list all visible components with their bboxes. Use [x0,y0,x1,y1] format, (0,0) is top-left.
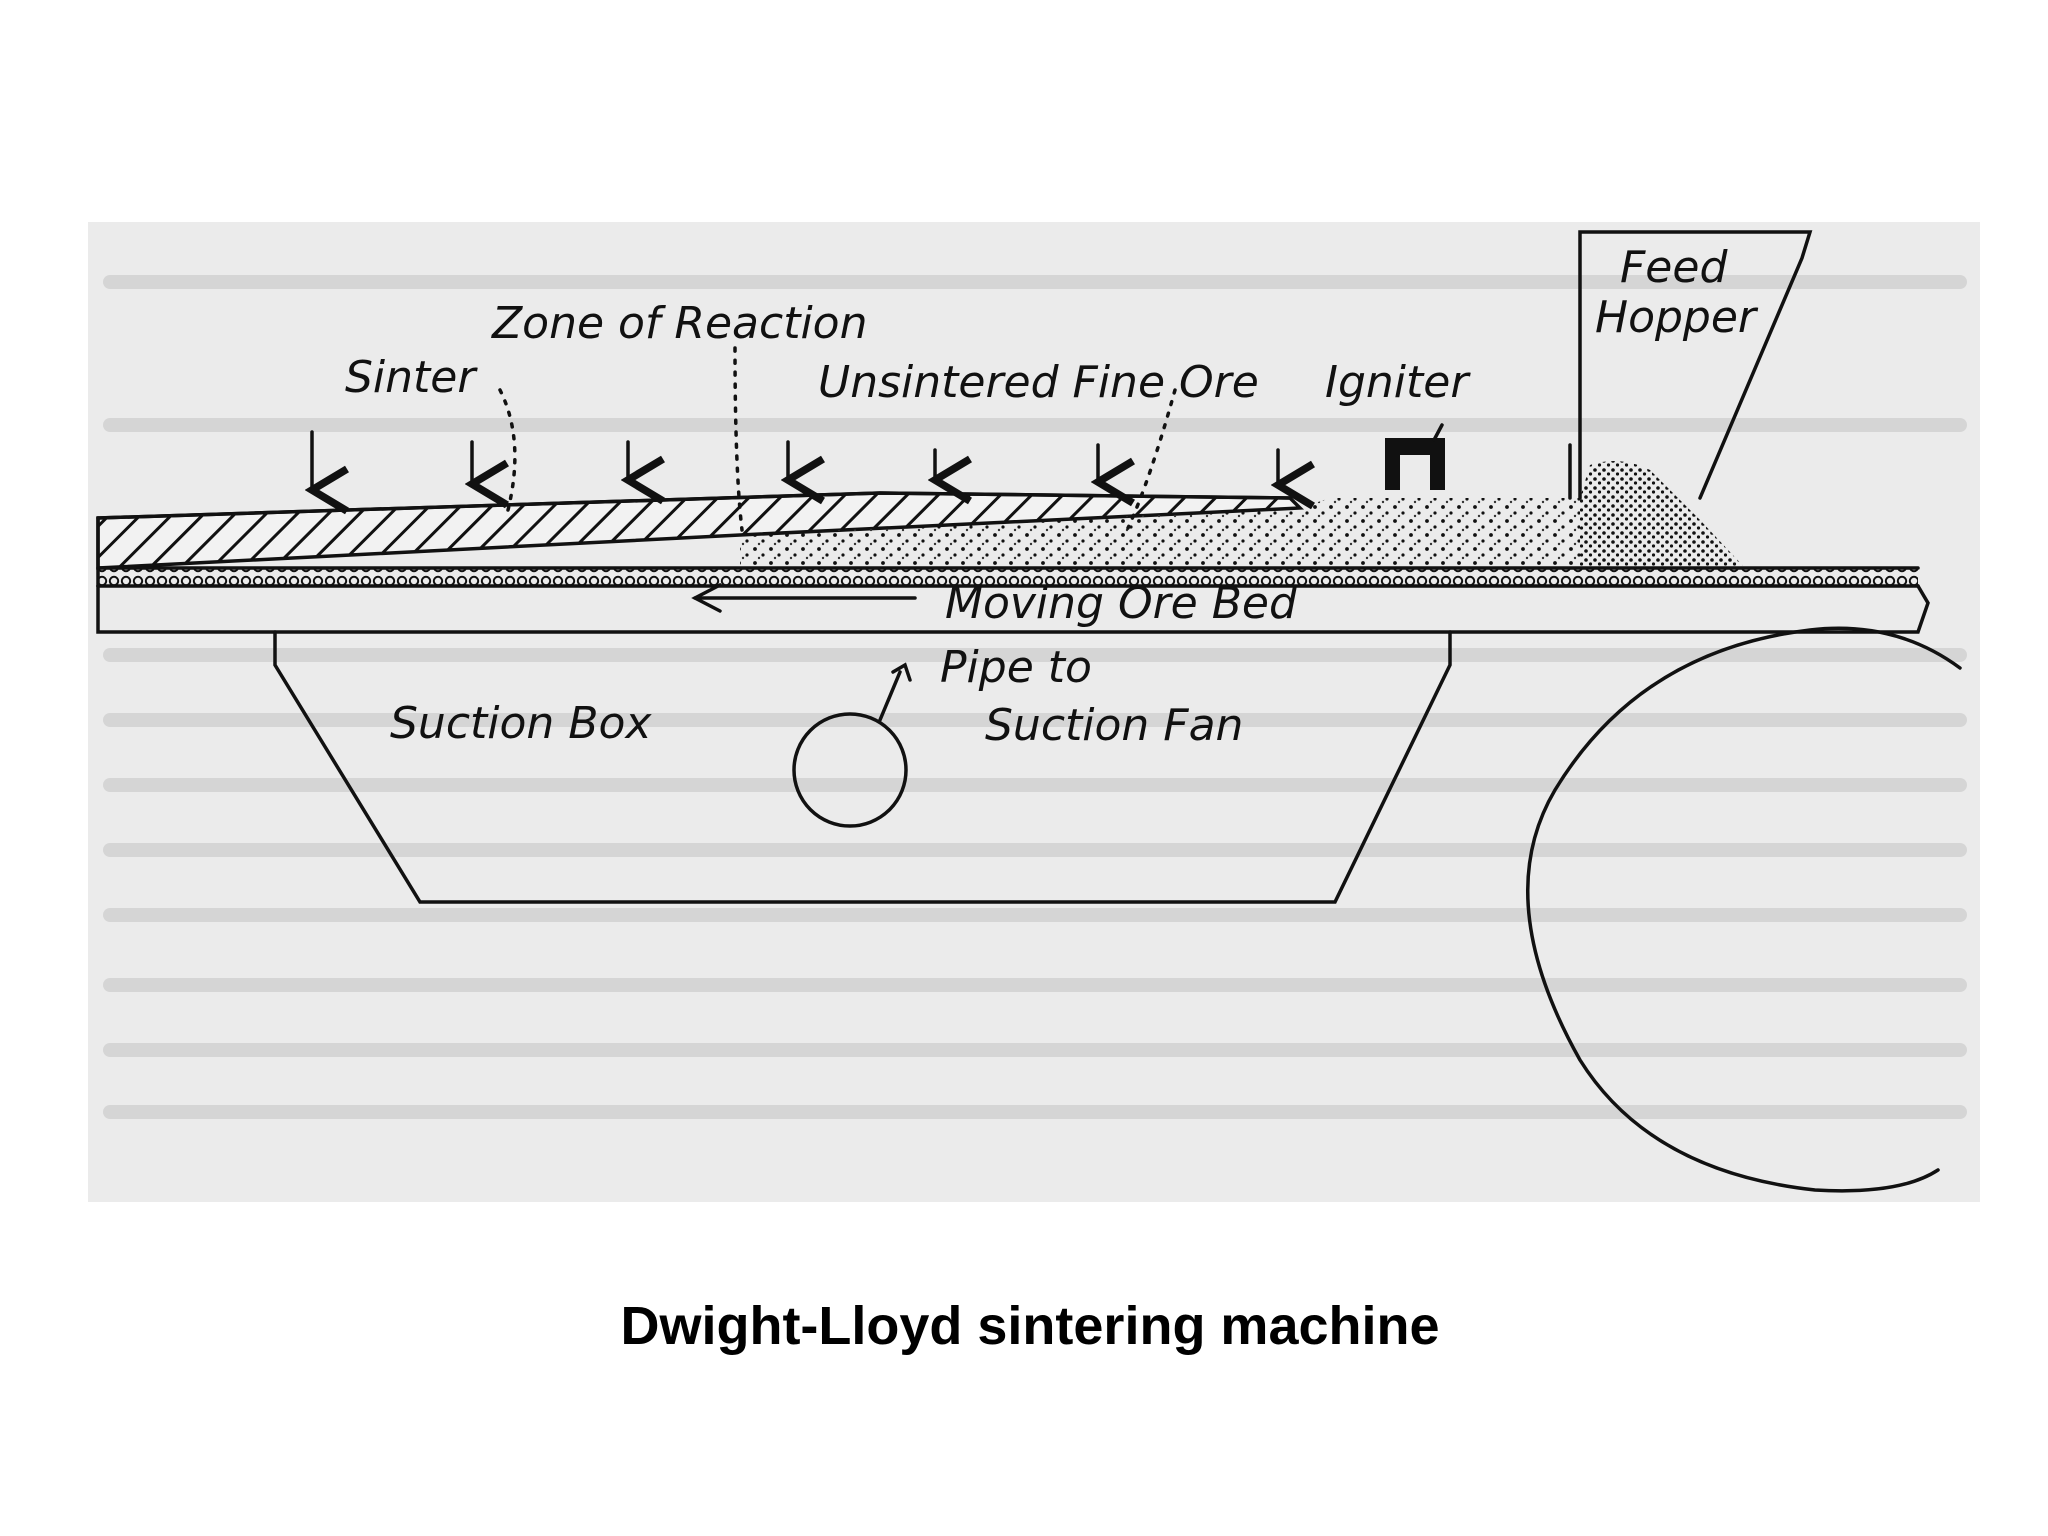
label-suction-box: Suction Box [390,698,652,749]
igniter-icon [1385,438,1445,490]
feed-hopper [1578,230,1813,500]
scan-bleed-texture [103,275,1967,1119]
label-zone-of-reaction: Zone of Reaction [491,298,867,349]
scan-background [88,222,1980,1202]
label-igniter: Igniter [1325,357,1471,408]
label-feed: Feed [1620,242,1728,293]
label-unsintered-fine-ore: Unsintered Fine Ore [818,357,1259,408]
label-sinter: Sinter [345,352,478,403]
feed-pile [1580,461,1745,568]
movement-arrow-head [691,583,722,613]
sinter-leader [498,388,517,512]
figure-caption: Dwight-Lloyd sintering machine [620,1296,1439,1356]
zone-leader [733,346,744,532]
label-hopper: Hopper [1595,292,1759,343]
pipe-circle [792,712,908,828]
drive-wheel [1526,626,1962,1193]
unsintered-ore-layer [740,498,1580,568]
igniter-pointer [1432,423,1444,442]
label-pipe-to: Pipe to [940,642,1092,693]
label-suction-fan: Suction Fan [985,700,1243,751]
ore-leader [1126,388,1177,530]
suction-box [273,630,1452,904]
air-flow-arrows [312,430,1278,490]
pallet-bar [96,584,1930,634]
pipe-pointer [878,670,902,722]
bed-surface-line [96,491,1292,520]
bead-chain [98,568,1918,586]
pipe-pointer-tick [891,662,912,682]
label-moving-ore-bed: Moving Ore Bed [945,578,1298,629]
